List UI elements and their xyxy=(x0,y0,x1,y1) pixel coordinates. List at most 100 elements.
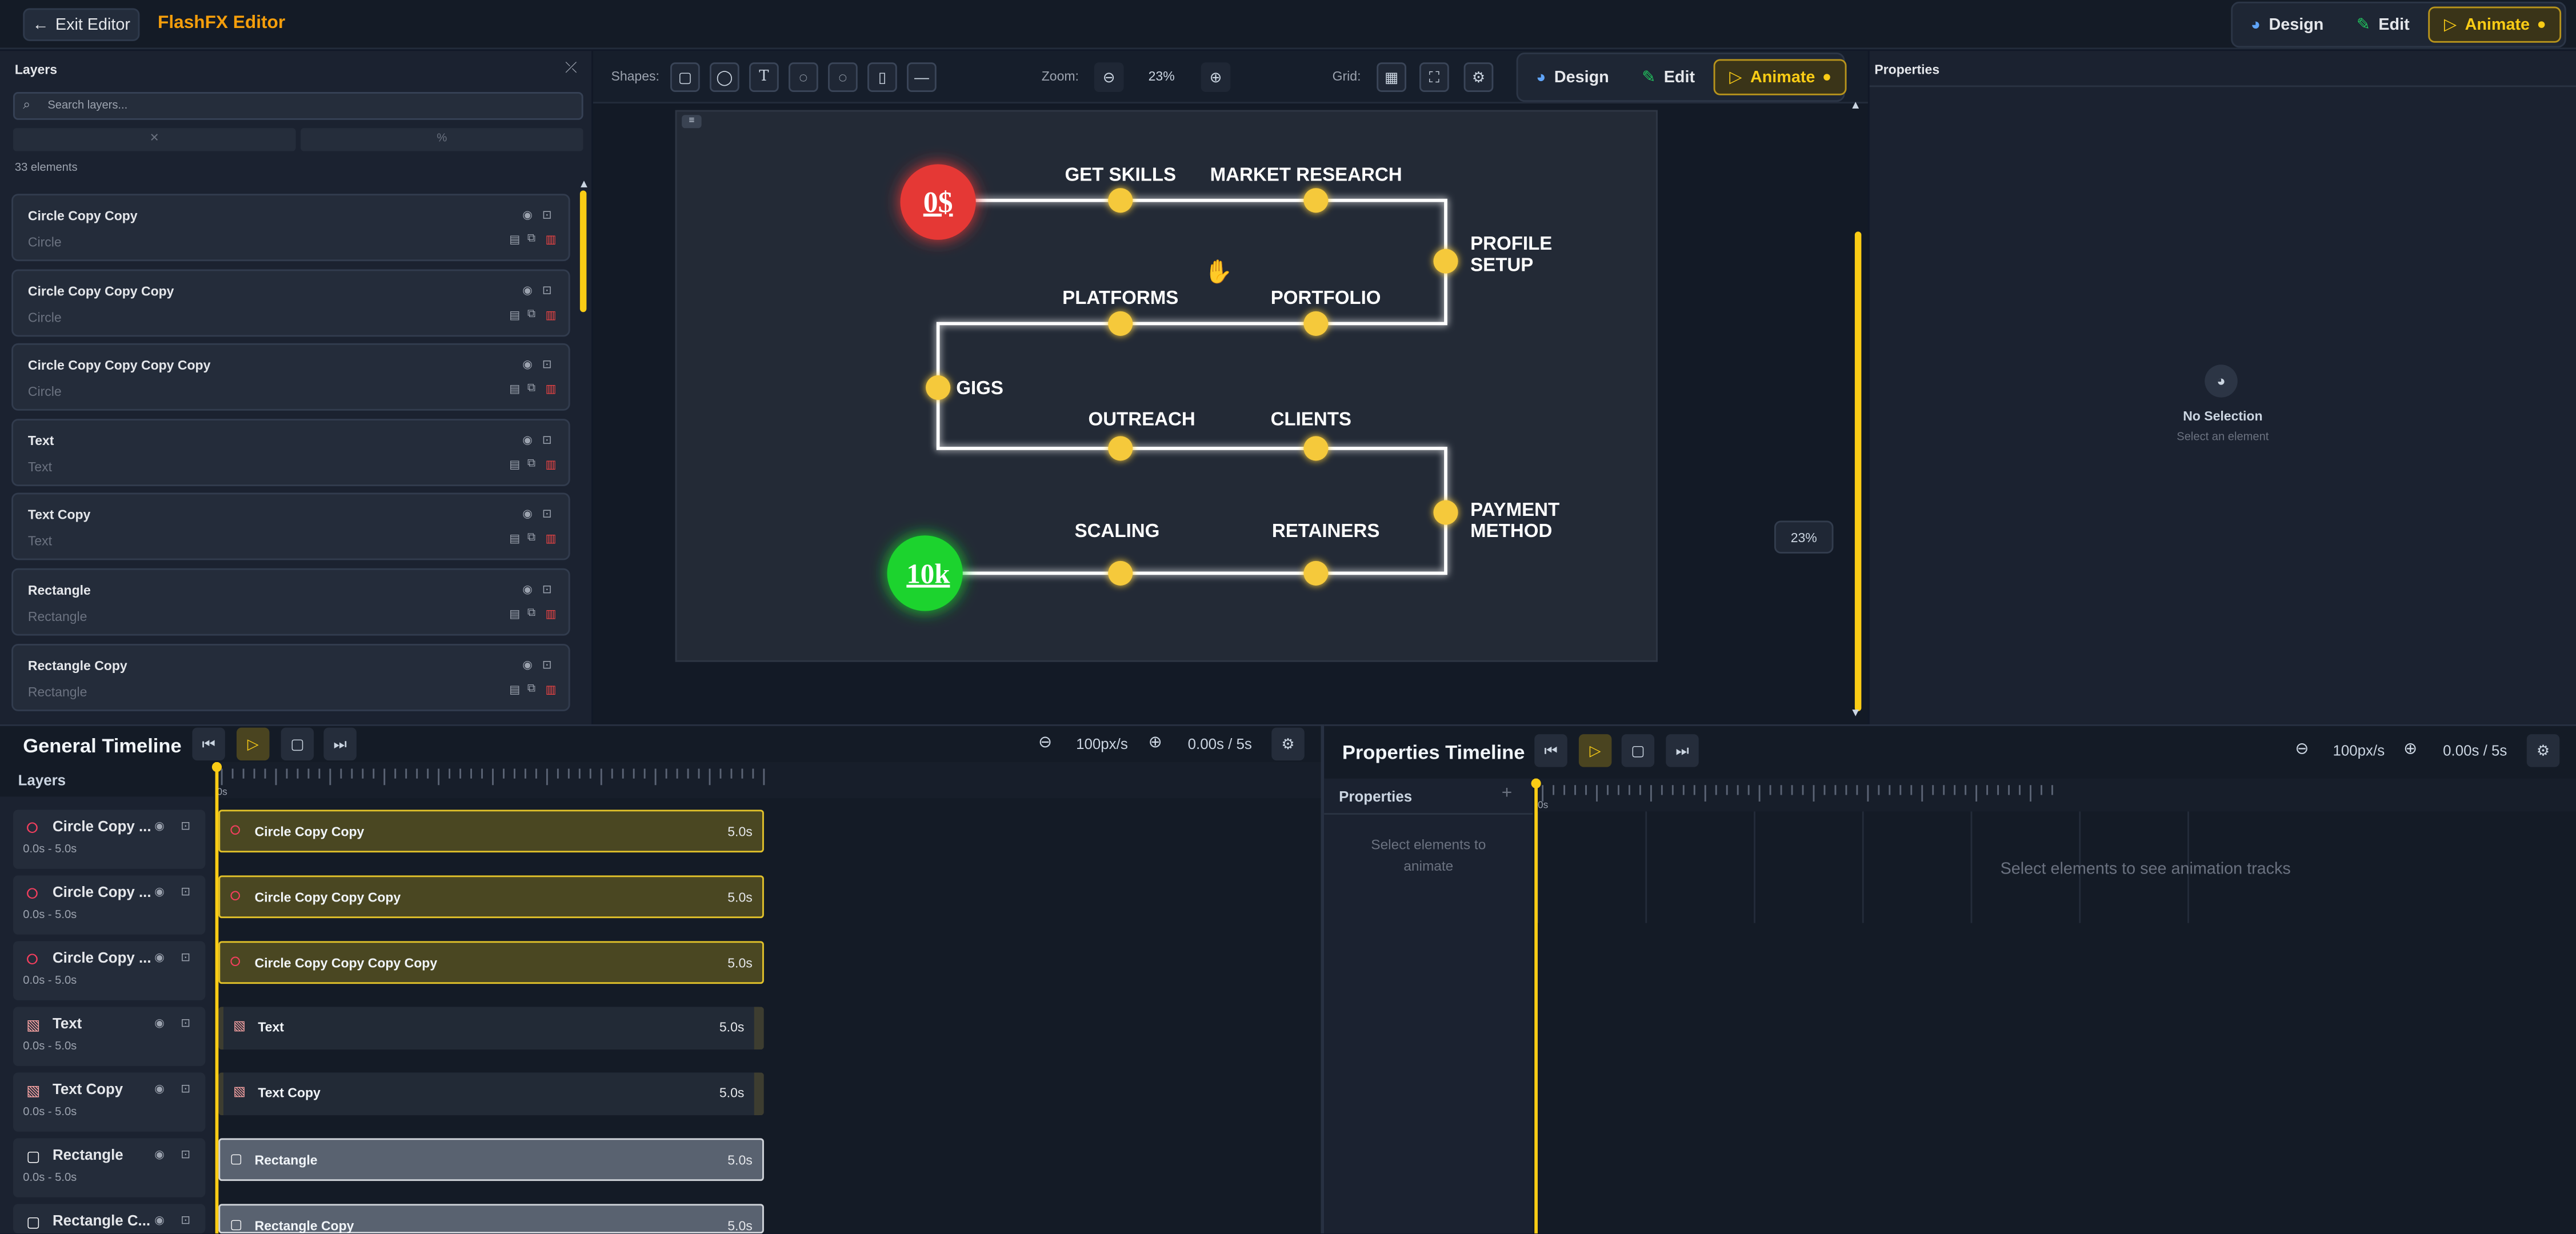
lock-icon[interactable]: ⊡ xyxy=(542,510,552,522)
timeline-zoom-in-icon[interactable]: ⊕ xyxy=(1148,734,1162,752)
artboard-handle-icon[interactable]: ≡ xyxy=(682,115,702,129)
line-tool-icon[interactable]: — xyxy=(907,62,937,92)
lock-icon[interactable]: ⊡ xyxy=(181,1215,191,1227)
collapse-icon[interactable]: ⤫ xyxy=(565,59,577,76)
animate-mode-button[interactable]: ▷ Animate xyxy=(2427,6,2561,43)
edit-mode-button[interactable]: ✎ Edit xyxy=(2342,7,2425,43)
eye-icon[interactable]: ◉ xyxy=(154,1084,165,1096)
eye-icon[interactable]: ◉ xyxy=(154,1018,165,1030)
canvas-scroll-up-icon[interactable]: ▲ xyxy=(1850,100,1862,112)
lock-icon[interactable]: ⊡ xyxy=(181,1084,191,1096)
circle-tool-icon[interactable]: ◯ xyxy=(710,62,739,92)
playhead-handle[interactable] xyxy=(211,762,222,772)
filter-percent-button[interactable]: % xyxy=(301,128,583,151)
pt-playhead[interactable] xyxy=(1534,778,1538,1234)
eye-icon[interactable]: ◉ xyxy=(522,659,533,671)
canvas-design-button[interactable]: ◕ Design xyxy=(1521,59,1623,95)
phone-tool-icon[interactable]: ▯ xyxy=(867,62,897,92)
filter-clear-button[interactable]: ✕ xyxy=(13,128,296,151)
design-mode-button[interactable]: ◕ Design xyxy=(2236,7,2338,43)
layers-search-field[interactable]: ⌕ Search layers... xyxy=(13,92,583,120)
duplicate-icon[interactable]: ⧉ xyxy=(527,308,536,320)
skip-back-icon[interactable]: ⏮ xyxy=(192,727,225,761)
stop-button-icon[interactable]: ▢ xyxy=(281,727,314,761)
eye-icon[interactable]: ◉ xyxy=(154,1149,165,1161)
playhead[interactable] xyxy=(215,762,219,1234)
pt-ruler[interactable]: 0s xyxy=(1536,778,2576,812)
lock-icon[interactable]: ⊡ xyxy=(542,584,552,596)
lock-icon[interactable]: ⊡ xyxy=(181,887,191,899)
duplicate-icon[interactable]: ⧉ xyxy=(527,233,536,245)
chat-bubble-tool-icon[interactable]: ◌ xyxy=(828,62,858,92)
play-button-icon[interactable]: ▷ xyxy=(237,727,270,761)
lock-icon[interactable]: ⊡ xyxy=(542,435,552,447)
layers-scrollbar[interactable] xyxy=(579,190,587,312)
timeline-layer-row[interactable]: ⭘Circle Copy ...0.0s - 5.0s◉⊡ xyxy=(13,941,206,1000)
file-icon[interactable]: ▤ xyxy=(509,684,521,696)
timeline-ruler[interactable]: 0s xyxy=(215,762,1321,799)
add-property-icon[interactable]: + xyxy=(1501,783,1513,803)
eye-icon[interactable]: ◉ xyxy=(154,1215,165,1227)
file-icon[interactable]: ▤ xyxy=(509,609,521,621)
canvas-edit-button[interactable]: ✎ Edit xyxy=(1627,59,1710,95)
settings-icon[interactable]: ⚙ xyxy=(1463,62,1494,92)
grid-toggle-icon[interactable]: ▦ xyxy=(1377,62,1406,92)
duplicate-icon[interactable]: ⧉ xyxy=(527,383,536,395)
pt-play-icon[interactable]: ▷ xyxy=(1578,734,1612,767)
file-icon[interactable]: ▤ xyxy=(509,384,521,396)
pt-skip-back-icon[interactable]: ⏮ xyxy=(1534,734,1567,767)
file-icon[interactable]: ▤ xyxy=(509,459,521,471)
pt-stop-icon[interactable]: ▢ xyxy=(1621,734,1655,767)
eye-icon[interactable]: ◉ xyxy=(154,887,165,899)
trash-icon[interactable]: ▥ xyxy=(545,534,557,546)
skip-forward-icon[interactable]: ⏭ xyxy=(323,727,357,761)
pt-skip-forward-icon[interactable]: ⏭ xyxy=(1666,734,1699,767)
lock-icon[interactable]: ⊡ xyxy=(181,952,191,964)
exit-editor-button[interactable]: ← Exit Editor xyxy=(23,8,140,41)
speech-bubble-tool-icon[interactable]: ◌ xyxy=(789,62,818,92)
eye-icon[interactable]: ◉ xyxy=(522,435,533,447)
duplicate-icon[interactable]: ⧉ xyxy=(527,607,536,619)
lock-icon[interactable]: ⊡ xyxy=(181,821,191,833)
canvas-animate-button[interactable]: ▷ Animate xyxy=(1713,59,1847,95)
duplicate-icon[interactable]: ⧉ xyxy=(527,458,536,470)
lock-icon[interactable]: ⊡ xyxy=(542,659,552,671)
eye-icon[interactable]: ◉ xyxy=(154,952,165,964)
trash-icon[interactable]: ▥ xyxy=(545,684,557,696)
pt-settings-icon[interactable]: ⚙ xyxy=(2526,734,2560,767)
eye-icon[interactable]: ◉ xyxy=(522,210,533,222)
pt-zoom-in-icon[interactable]: ⊕ xyxy=(2403,740,2418,759)
timeline-splitter[interactable] xyxy=(1321,724,1325,1234)
trash-icon[interactable]: ▥ xyxy=(545,310,557,322)
timeline-settings-icon[interactable]: ⚙ xyxy=(1271,727,1305,761)
timeline-layer-row[interactable]: ⭘Circle Copy ...0.0s - 5.0s◉⊡ xyxy=(13,875,206,935)
file-icon[interactable]: ▤ xyxy=(509,534,521,546)
eye-icon[interactable]: ◉ xyxy=(522,360,533,372)
lock-icon[interactable]: ⊡ xyxy=(542,210,552,222)
timeline-layer-row[interactable]: ⭘Circle Copy ...0.0s - 5.0s◉⊡ xyxy=(13,810,206,869)
lock-icon[interactable]: ⊡ xyxy=(542,285,552,297)
fit-screen-icon[interactable]: ⛶ xyxy=(1419,62,1449,92)
zoom-out-icon[interactable]: ⊖ xyxy=(1094,62,1124,92)
file-icon[interactable]: ▤ xyxy=(509,235,521,247)
timeline-layer-row[interactable]: ▢Rectangle C...◉⊡ xyxy=(13,1204,206,1234)
eye-icon[interactable]: ◉ xyxy=(522,285,533,297)
eye-icon[interactable]: ◉ xyxy=(522,584,533,596)
text-tool-icon[interactable]: T xyxy=(749,62,779,92)
lock-icon[interactable]: ⊡ xyxy=(181,1149,191,1161)
lock-icon[interactable]: ⊡ xyxy=(181,1018,191,1030)
trash-icon[interactable]: ▥ xyxy=(545,459,557,471)
